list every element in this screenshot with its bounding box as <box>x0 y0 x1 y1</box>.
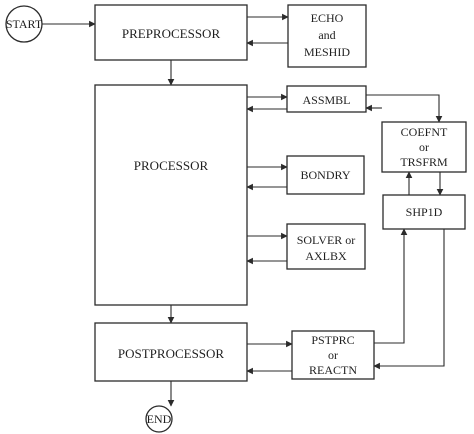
bondry-label: BONDRY <box>300 168 350 182</box>
coefnt-line1: COEFNT <box>401 125 448 139</box>
solver-line1: SOLVER or <box>297 233 356 247</box>
pstprc-node: PSTPRC or REACTN <box>291 330 375 380</box>
solver-node: SOLVER or AXLBX <box>286 223 366 270</box>
assmbl-to-coefnt-arrow <box>366 94 443 123</box>
echo-node: ECHO and MESHID <box>287 4 367 68</box>
pstprc-to-shp1d-arrow <box>374 228 408 344</box>
pstprc-line1: PSTPRC <box>311 333 354 347</box>
assmbl-label: ASSMBL <box>302 93 350 107</box>
coefnt-node: COEFNT or TRSFRM <box>381 121 467 173</box>
echo-line2: and <box>318 28 335 42</box>
echo-line3: MESHID <box>304 45 350 59</box>
postprocessor-node: POSTPROCESSOR <box>94 322 248 382</box>
shp1d-node: SHP1D <box>382 194 466 230</box>
end-node: END <box>145 405 173 433</box>
solver-line2: AXLBX <box>305 249 347 263</box>
start-label: START <box>6 17 43 31</box>
preprocessor-label: PREPROCESSOR <box>122 26 221 41</box>
processor-label: PROCESSOR <box>134 158 209 173</box>
assmbl-node: ASSMBL <box>286 85 367 113</box>
pstprc-line3: REACTN <box>309 363 357 377</box>
shp1d-label: SHP1D <box>406 205 443 219</box>
postprocessor-label: POSTPROCESSOR <box>118 346 225 361</box>
coefnt-line2: or <box>419 140 429 154</box>
coefnt-line3: TRSFRM <box>400 155 448 169</box>
end-label: END <box>147 412 172 426</box>
bondry-node: BONDRY <box>286 155 365 195</box>
start-node: START <box>5 5 43 43</box>
pstprc-line2: or <box>328 348 338 362</box>
processor-node: PROCESSOR <box>94 84 248 306</box>
echo-line1: ECHO <box>311 11 344 25</box>
shp1d-to-pstprc-arrow <box>373 229 445 370</box>
preprocessor-node: PREPROCESSOR <box>94 4 248 61</box>
